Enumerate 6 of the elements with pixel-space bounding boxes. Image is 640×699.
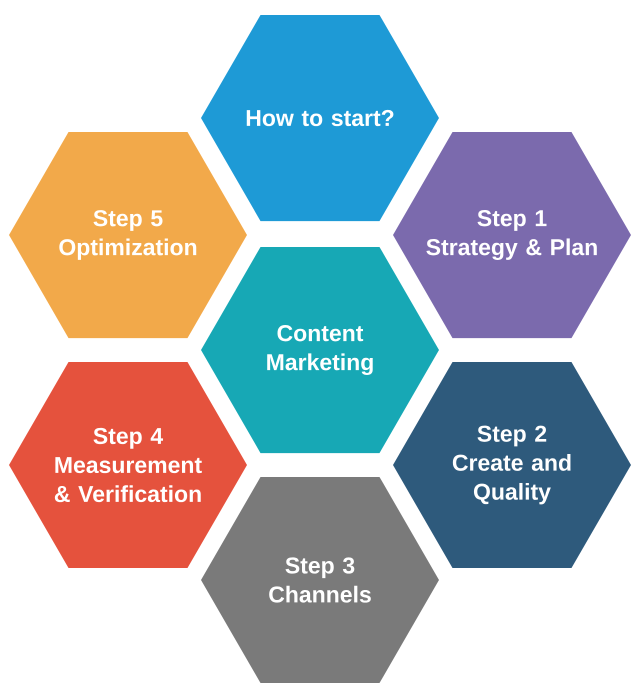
hexagon-tile: Step 2 Create and Quality <box>393 362 631 568</box>
hexagon-tile: How to start? <box>201 14 439 222</box>
hexagon-tile: Step 4 Measurement & Verification <box>9 362 247 568</box>
hexagon-tile: Step 3 Channels <box>201 476 439 684</box>
hexagon-tile: Step 5 Optimization <box>9 132 247 338</box>
hexagon-tile: Step 1 Strategy & Plan <box>393 132 631 338</box>
